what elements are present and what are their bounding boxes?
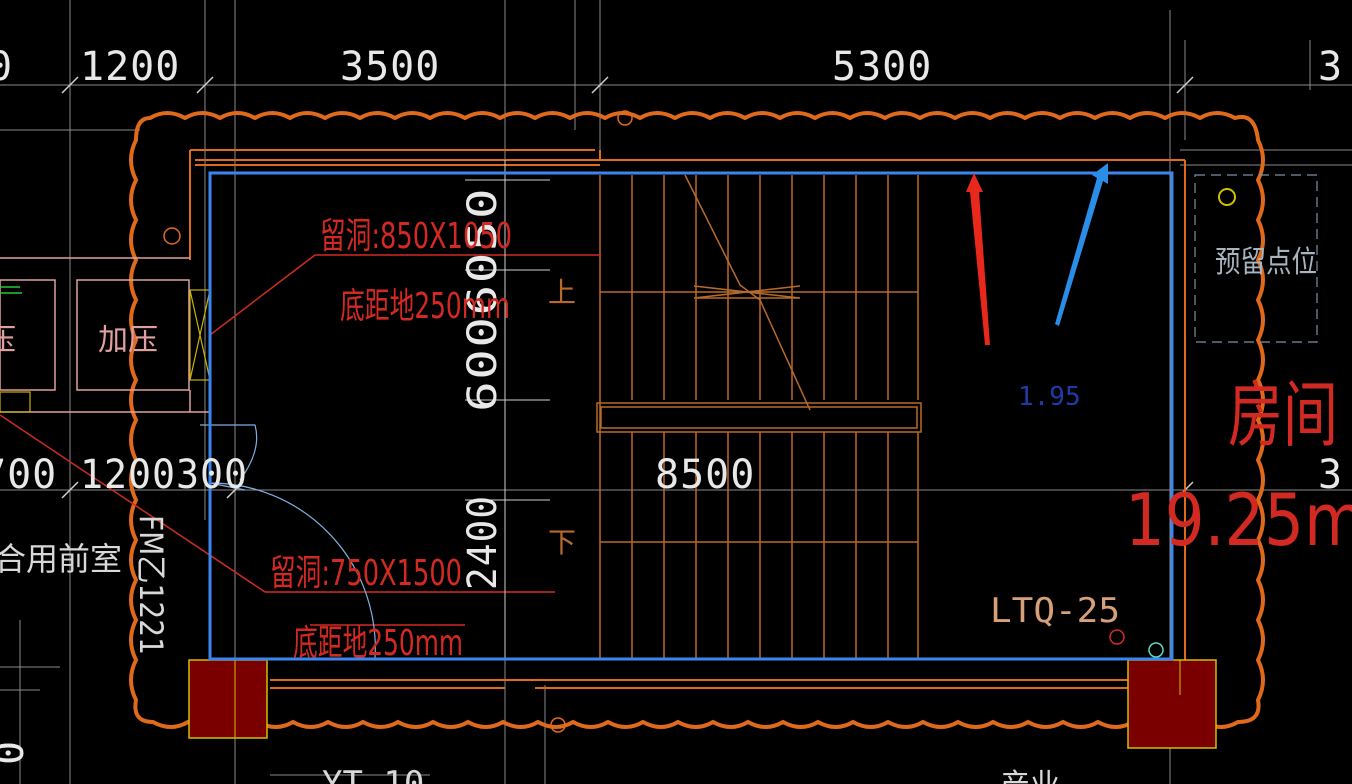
- red-arrow-icon: [966, 173, 990, 345]
- point-marker: [1148, 642, 1164, 658]
- dim-left-cut: 0: [0, 44, 13, 90]
- pressure-room-label: 加压: [98, 323, 158, 358]
- pressure-room-cut-label: 压: [0, 323, 16, 358]
- vertical-dim-lines: [465, 160, 550, 660]
- hole1-height-label: 底距地250mm: [340, 286, 510, 327]
- door-tag-label: FM乙1221: [132, 515, 170, 655]
- dim-5300: 5300: [832, 44, 932, 90]
- column-right: [1127, 659, 1217, 749]
- dim-6006050-vertical: 6006050: [460, 187, 506, 412]
- room-area-label: 19.25m: [1125, 478, 1352, 562]
- point-marker: [550, 717, 566, 733]
- hole2-height-label: 底距地250mm: [293, 623, 463, 664]
- reserved-point-marker: [1218, 188, 1236, 206]
- yellow-hatch: [0, 289, 211, 413]
- dim-bottom-left: 0: [0, 740, 33, 765]
- stair[interactable]: [596, 174, 922, 660]
- hole1-size-label: 留洞:850X1050: [320, 216, 512, 257]
- bottom-tag-2: 产业: [1000, 768, 1060, 784]
- elevation-label: 1.95: [1018, 382, 1081, 412]
- walls: [189, 149, 1186, 689]
- selection-rectangle[interactable]: [208, 171, 1174, 661]
- dim-2400-vertical: 2400: [460, 495, 506, 590]
- shared-lobby-label: 合用前室: [0, 540, 122, 578]
- dim-1200-top: 1200: [80, 44, 180, 90]
- reserved-point-label: 预留点位: [1215, 245, 1317, 280]
- revision-cloud[interactable]: [129, 111, 1265, 729]
- room-name-label: 房间: [1228, 373, 1338, 457]
- dim-right-cut-top: 3: [1318, 44, 1343, 90]
- dim-right-cut-mid: 3: [1318, 452, 1343, 498]
- point-marker: [1109, 629, 1125, 645]
- dimension-ticks: [61, 76, 1194, 499]
- point-marker: [617, 110, 633, 126]
- hole2-size-label: 留洞:750X1500: [270, 553, 462, 594]
- stair-up-label: 上: [548, 276, 576, 309]
- green-lines: [0, 286, 22, 294]
- structural-columns[interactable]: [188, 659, 1217, 749]
- leader-lines: [0, 254, 600, 626]
- column-left: [188, 659, 268, 739]
- dim-1200300: 1200300: [80, 452, 248, 498]
- dim-8500: 8500: [655, 452, 755, 498]
- blue-arrow-icon: [1055, 163, 1108, 326]
- wall-tag-label: LTQ-25: [990, 591, 1120, 631]
- door-fm1221[interactable]: [200, 424, 376, 659]
- dim-3500: 3500: [340, 44, 440, 90]
- stair-down-label: 下: [548, 526, 576, 559]
- bottom-tag-1: YT-10: [322, 764, 424, 784]
- point-marker: [163, 227, 181, 245]
- left-rooms: [0, 257, 210, 413]
- dim-left-mid: 700: [0, 452, 57, 498]
